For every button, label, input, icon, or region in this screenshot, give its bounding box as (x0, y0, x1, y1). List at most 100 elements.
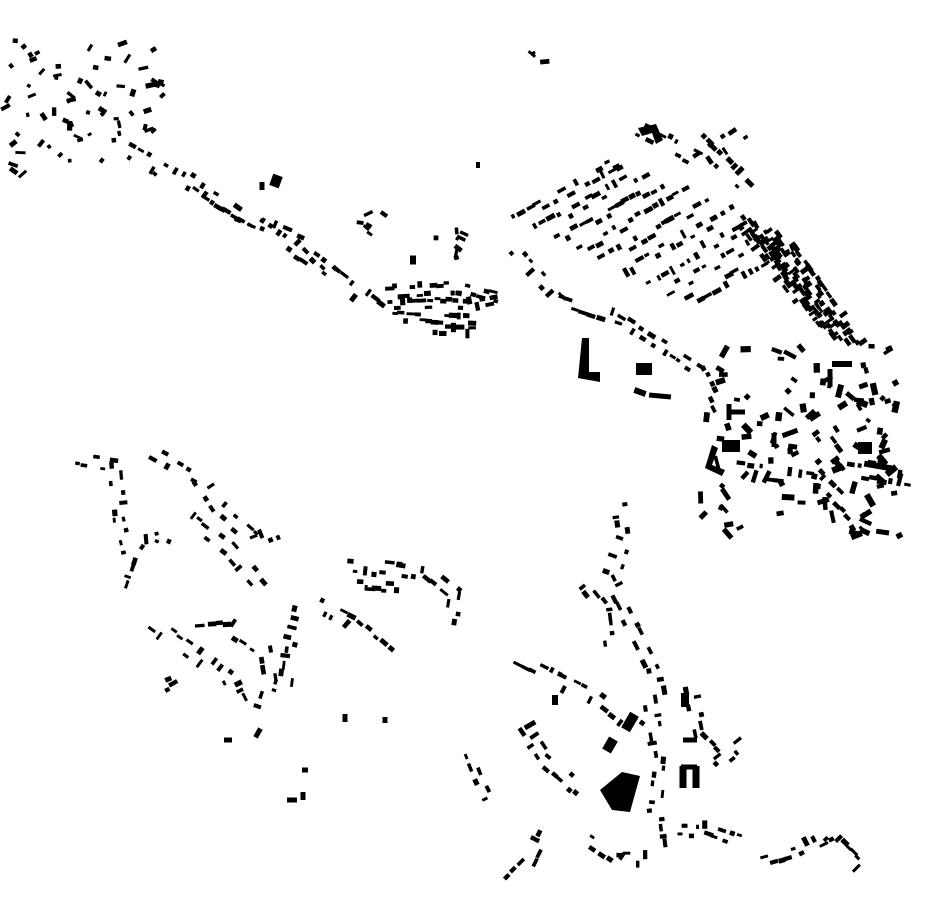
building (247, 222, 257, 229)
building (584, 193, 594, 201)
building (157, 79, 165, 85)
building (439, 588, 449, 597)
building (698, 491, 704, 504)
building (773, 478, 784, 484)
building (821, 284, 829, 292)
building (771, 433, 777, 447)
building (744, 239, 751, 247)
building (723, 521, 734, 528)
building (648, 392, 672, 400)
building (842, 513, 852, 522)
building (708, 739, 717, 747)
building (164, 675, 173, 683)
building (781, 268, 790, 277)
building (483, 288, 491, 295)
building (798, 850, 805, 857)
building (253, 727, 263, 739)
building (189, 171, 197, 179)
building (516, 857, 526, 867)
building (835, 383, 845, 399)
building (669, 353, 677, 360)
building (99, 111, 105, 117)
building (572, 178, 580, 187)
building (876, 427, 884, 436)
building (528, 258, 534, 264)
building (671, 190, 680, 197)
building (142, 106, 152, 115)
building (756, 420, 763, 427)
building (427, 298, 434, 303)
building (200, 190, 209, 200)
building (654, 713, 662, 718)
building (527, 50, 537, 58)
building (410, 573, 417, 580)
building (109, 461, 115, 469)
building (719, 210, 726, 217)
building (833, 443, 844, 454)
building (417, 281, 423, 288)
building (117, 39, 128, 48)
building (634, 621, 641, 629)
building (216, 663, 225, 672)
building (768, 243, 778, 253)
building (773, 229, 783, 240)
building (25, 112, 30, 118)
building (523, 719, 537, 731)
building (230, 526, 239, 535)
building (606, 212, 613, 220)
building (797, 469, 803, 479)
building (727, 127, 738, 136)
building (568, 771, 576, 778)
building (308, 256, 317, 265)
building (257, 528, 265, 539)
building (616, 718, 624, 727)
building (765, 227, 773, 234)
building (445, 324, 454, 329)
building (646, 808, 653, 814)
building (434, 296, 441, 301)
building (129, 88, 137, 98)
building (615, 164, 624, 172)
building (271, 220, 279, 229)
building (783, 855, 793, 862)
building (781, 427, 799, 439)
building (479, 296, 486, 302)
building (525, 267, 536, 277)
building (381, 588, 387, 593)
building (176, 460, 185, 468)
building (591, 176, 601, 185)
building (673, 211, 682, 218)
building (7, 161, 19, 168)
building (650, 342, 657, 349)
building (814, 275, 822, 282)
building (233, 679, 243, 688)
building (854, 854, 861, 861)
building (130, 557, 138, 566)
building (488, 289, 498, 295)
building (164, 686, 171, 693)
building (819, 841, 829, 848)
building (627, 216, 634, 224)
building (191, 480, 199, 487)
building (736, 832, 743, 838)
building (696, 295, 706, 304)
building (538, 284, 546, 292)
building (712, 752, 722, 761)
building (784, 387, 792, 395)
building (113, 117, 119, 121)
building (825, 290, 833, 299)
building (634, 190, 642, 197)
building (300, 792, 306, 800)
building (792, 265, 800, 274)
building (721, 146, 729, 156)
building (414, 312, 421, 317)
building (801, 303, 809, 312)
building (364, 624, 373, 632)
building (259, 664, 267, 675)
building (832, 361, 852, 367)
building (822, 307, 830, 314)
building (891, 379, 900, 387)
building (527, 667, 537, 675)
building (660, 756, 667, 765)
building (15, 151, 26, 155)
